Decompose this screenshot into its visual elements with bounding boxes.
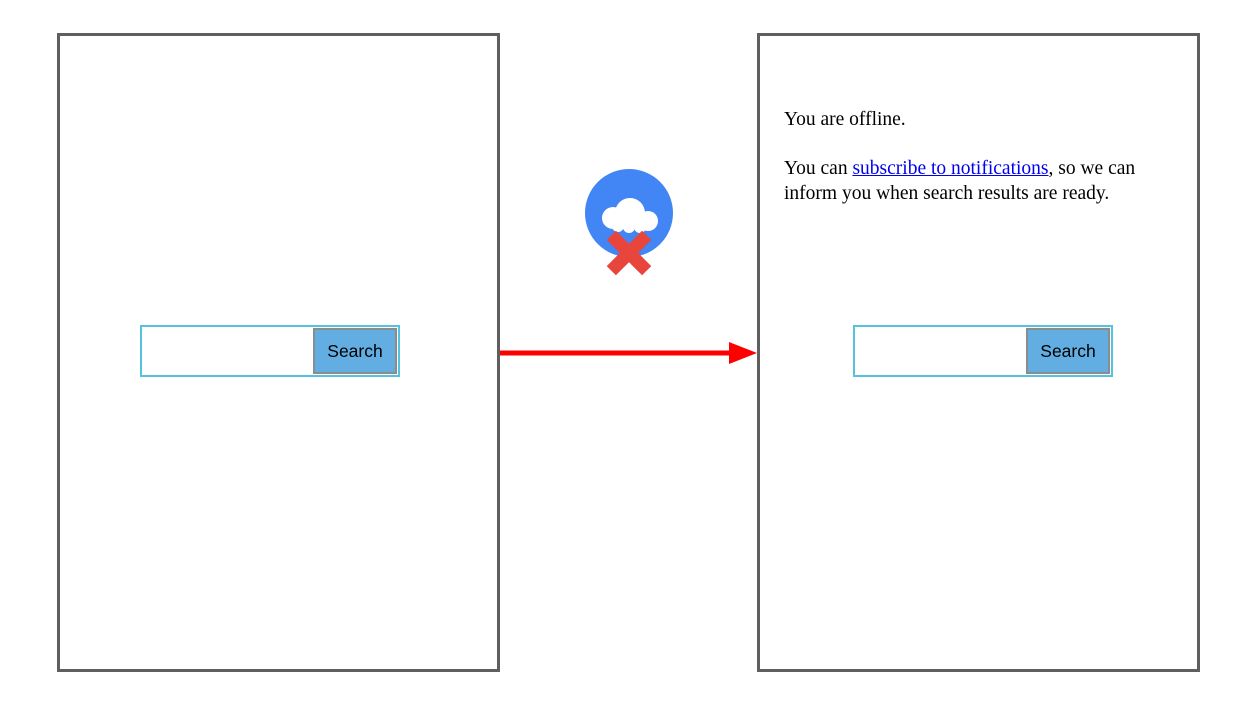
browser-frame-offline: You are offline. You can subscribe to no…: [757, 33, 1200, 672]
subscribe-prefix-text: You can: [784, 158, 853, 179]
subscribe-paragraph: You can subscribe to notifications, so w…: [784, 156, 1183, 206]
search-bar: Search: [140, 325, 400, 377]
subscribe-link[interactable]: subscribe to notifications: [852, 158, 1049, 179]
search-button[interactable]: Search: [313, 328, 397, 374]
flow-arrow: [500, 342, 757, 364]
cloud-offline-icon: [585, 169, 673, 276]
search-bar: Search: [853, 325, 1113, 377]
cloud-glyph: [602, 198, 658, 233]
x-mark-glyph: [606, 230, 652, 276]
subscribe-suffix-text: , so we can inform you when search resul…: [784, 158, 1136, 204]
search-button[interactable]: Search: [1026, 328, 1110, 374]
offline-message-block: You are offline. You can subscribe to no…: [784, 107, 1183, 230]
search-input[interactable]: [142, 327, 310, 375]
search-input[interactable]: [855, 327, 1023, 375]
offline-status-text: You are offline.: [784, 109, 906, 130]
browser-frame-online: Search: [57, 33, 500, 672]
